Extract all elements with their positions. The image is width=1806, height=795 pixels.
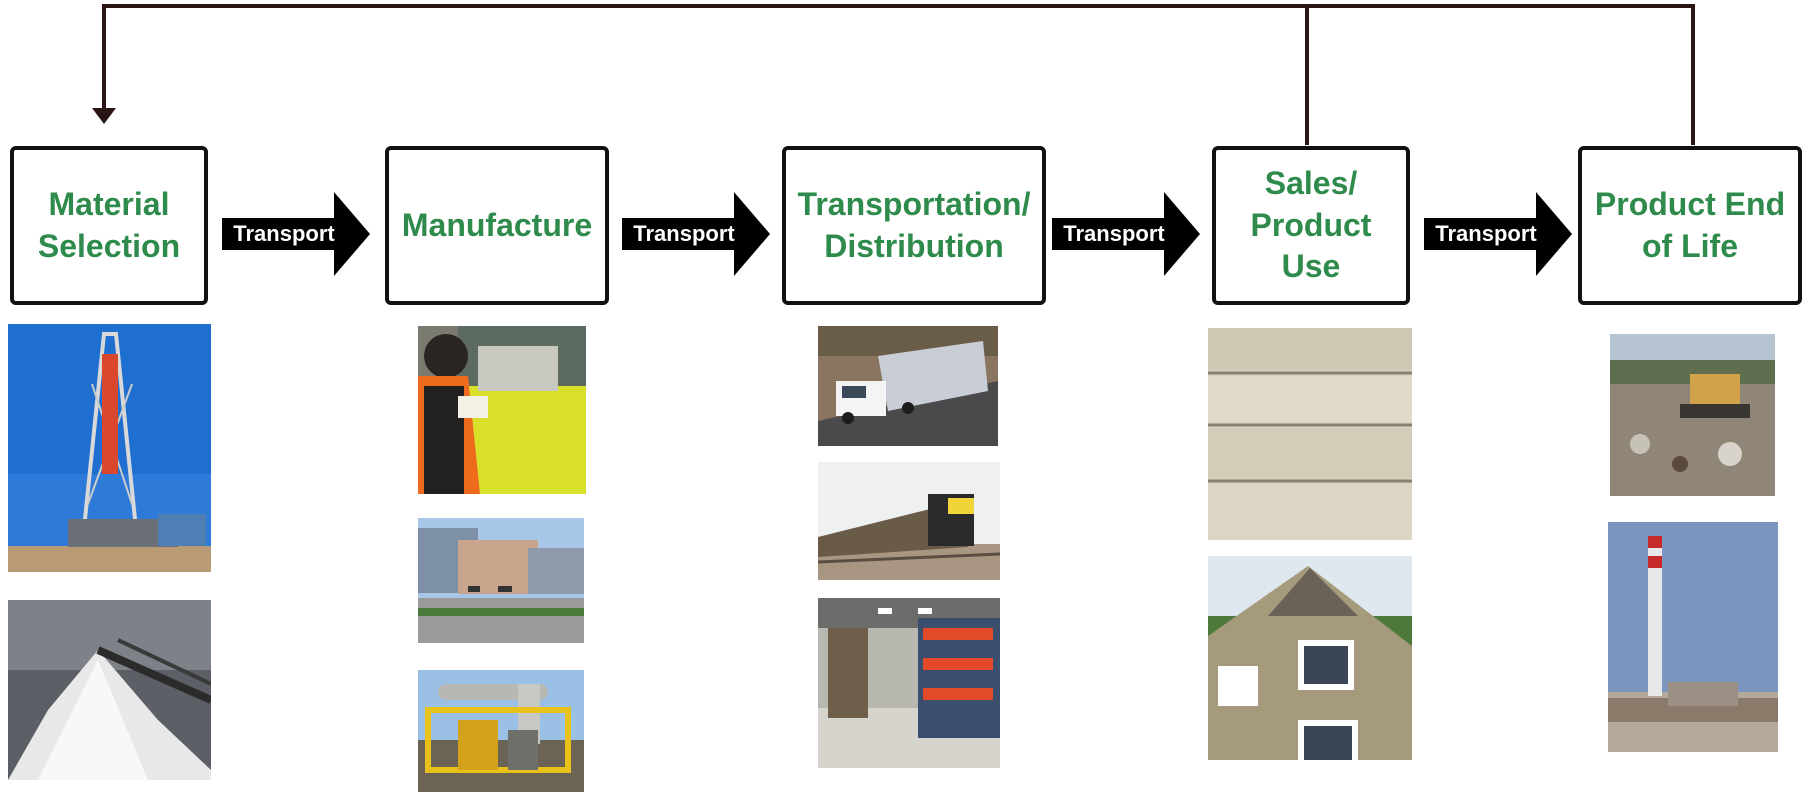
incinerator-smokestack-photo	[1608, 522, 1746, 752]
stage-product-end-of-life: Product End of Life	[1578, 146, 1802, 305]
salt-conveyor-pile-photo	[8, 600, 211, 780]
manufacturing-plant-building-photo	[418, 518, 584, 643]
transport-label: Transport	[233, 221, 335, 246]
stage-material-selection: Material Selection	[10, 146, 208, 305]
transport-arrow: Transport	[222, 192, 370, 276]
transport-arrow: Transport	[622, 192, 770, 276]
freight-train-photo	[818, 462, 1000, 580]
stage-label: Manufacture	[401, 206, 593, 243]
stage-label: Sales/ Product Use	[1250, 165, 1372, 285]
house-with-siding-photo	[1208, 556, 1412, 760]
semi-truck-photo	[818, 326, 998, 446]
warehouse-shelves-photo	[818, 598, 1000, 768]
stage-label: Transportation/ Distribution	[797, 185, 1031, 264]
right-arrow-icon	[1424, 192, 1572, 276]
incinerator-smokestack-photo-wide	[1746, 522, 1778, 752]
right-arrow-icon	[222, 192, 370, 276]
landfill-bulldozer-photo	[1610, 334, 1775, 496]
oil-drilling-rig-photo	[8, 324, 211, 572]
transport-label: Transport	[1435, 221, 1537, 246]
industrial-machinery-photo	[418, 670, 584, 792]
factory-worker-photo	[418, 326, 586, 494]
right-arrow-icon	[1052, 192, 1200, 276]
transport-arrow: Transport	[1052, 192, 1200, 276]
stage-label: Material Selection	[37, 185, 181, 264]
stage-manufacture: Manufacture	[385, 146, 609, 305]
transport-arrow: Transport	[1424, 192, 1572, 276]
right-arrow-icon	[622, 192, 770, 276]
stage-sales-product-use: Sales/ Product Use	[1212, 146, 1410, 305]
stage-label: Product End of Life	[1594, 185, 1786, 264]
transport-label: Transport	[1063, 221, 1165, 246]
transport-label: Transport	[633, 221, 735, 246]
vinyl-siding-photo	[1208, 328, 1412, 540]
stage-transportation-distribution: Transportation/ Distribution	[782, 146, 1046, 305]
feedback-arrowhead-icon	[92, 108, 116, 124]
